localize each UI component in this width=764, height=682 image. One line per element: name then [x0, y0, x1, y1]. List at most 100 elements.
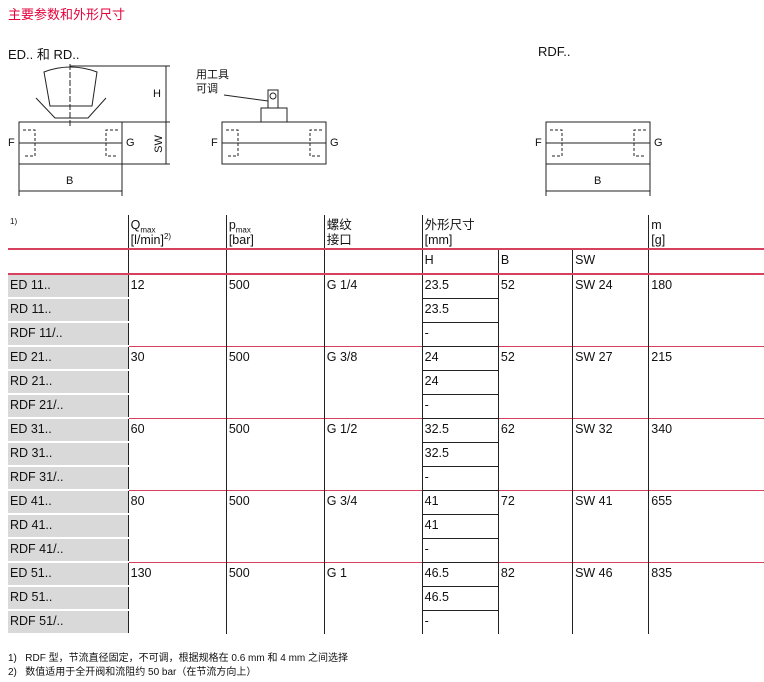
m-cell	[648, 442, 764, 466]
parameter-table: 1) Qmax[l/min]2) pmax[bar] 螺纹接口 外形尺寸[mm]…	[8, 215, 764, 635]
thread-cell	[323, 370, 423, 394]
p-cell	[225, 322, 325, 346]
p-cell	[225, 394, 325, 418]
thread-cell: G 1/4	[323, 274, 423, 298]
note-ref: 1)	[10, 216, 18, 226]
sw-cell	[572, 586, 649, 610]
m-cell	[648, 466, 764, 490]
b-cell: 52	[497, 274, 573, 298]
h-cell: -	[421, 394, 499, 418]
technical-drawing	[18, 64, 651, 196]
m-unit: [g]	[651, 233, 666, 247]
footnote-num: 1)	[8, 653, 17, 664]
type-cell: RDF 21/..	[8, 394, 129, 419]
type-cell: RD 21..	[8, 370, 129, 395]
sw-cell	[572, 610, 649, 634]
type-cell: RDF 41/..	[8, 538, 129, 563]
q-cell: 30	[127, 346, 227, 370]
rdf-label: RDF..	[538, 44, 571, 59]
dim-h: H	[153, 88, 161, 100]
h-cell: -	[421, 610, 499, 634]
b-cell	[497, 610, 573, 634]
h-cell: -	[421, 538, 499, 562]
tool-note: 用工具	[196, 69, 229, 81]
h-cell: 24	[421, 345, 499, 371]
sw-header: SW	[572, 249, 649, 275]
table-row: RDF 41/.. -	[8, 538, 764, 563]
b-cell	[497, 322, 573, 346]
table-row: RDF 21/.. -	[8, 394, 764, 419]
p-unit: [bar]	[228, 233, 254, 247]
table-header: 1) Qmax[l/min]2) pmax[bar] 螺纹接口 外形尺寸[mm]…	[8, 215, 764, 250]
table-row: RD 51..46.5	[8, 585, 764, 611]
tool-note: 可调	[196, 83, 218, 95]
port-g: G	[330, 137, 339, 149]
sw-cell: SW 32	[572, 418, 649, 442]
q-cell: 60	[127, 418, 227, 442]
h-cell: 41	[421, 513, 499, 539]
q-cell	[127, 466, 227, 490]
h-cell: 46.5	[421, 585, 499, 611]
thread-cell	[323, 394, 423, 418]
m-cell: 180	[648, 274, 764, 298]
q-cell	[127, 322, 227, 346]
b-cell	[497, 394, 573, 418]
b-cell	[497, 442, 573, 466]
ed-rd-label: ED.. 和 RD..	[8, 47, 80, 62]
p-cell	[225, 298, 325, 322]
thread-cell: G 1/2	[323, 418, 423, 442]
type-cell: RDF 51/..	[8, 610, 129, 635]
m-cell: 835	[648, 562, 764, 586]
port-f: F	[8, 137, 15, 149]
m-cell: 215	[648, 346, 764, 370]
p-sub: max	[235, 225, 251, 235]
h-cell: 23.5	[421, 273, 499, 299]
table-row: RDF 11/..-	[8, 322, 764, 347]
p-cell	[225, 370, 325, 394]
sw-cell	[572, 322, 649, 346]
sw-cell: SW 27	[572, 346, 649, 370]
dim-sw: SW	[152, 135, 165, 153]
h-cell: -	[421, 322, 499, 346]
table-row: RD 21..24	[8, 369, 764, 395]
b-header: B	[497, 249, 573, 275]
port-f: F	[211, 137, 218, 149]
p-cell: 500	[225, 562, 325, 586]
b-cell: 72	[497, 490, 573, 514]
sw-cell	[572, 370, 649, 394]
thread-cell	[323, 586, 423, 610]
p-cell: 500	[225, 274, 325, 298]
q-cell	[127, 370, 227, 394]
footnote-text: RDF 型，节流直径固定，不可调，根据规格在 0.6 mm 和 4 mm 之间选…	[25, 653, 349, 664]
h-cell: 32.5	[421, 441, 499, 467]
footnote-2: 2) 数值适用于全开阀和流阻约 50 bar（在节流方向上）	[8, 667, 256, 679]
h-header: H	[421, 249, 499, 275]
h-cell: -	[421, 466, 499, 490]
footnote-text: 数值适用于全开阀和流阻约 50 bar（在节流方向上）	[25, 667, 257, 678]
thread-cell	[323, 298, 423, 322]
m-cell	[648, 298, 764, 322]
q-cell: 130	[127, 562, 227, 586]
m-cell	[648, 538, 764, 562]
b-cell	[497, 586, 573, 610]
thread-header: 螺纹	[326, 218, 352, 232]
m-cell: 340	[648, 418, 764, 442]
q-cell	[127, 442, 227, 466]
b-cell	[497, 370, 573, 394]
b-cell: 62	[497, 418, 573, 442]
type-cell: ED 11..	[8, 274, 129, 299]
thread-cell	[323, 322, 423, 346]
m-cell: 655	[648, 490, 764, 514]
thread-cell: G 3/8	[323, 346, 423, 370]
thread-cell: G 1	[323, 562, 423, 586]
b-cell	[497, 514, 573, 538]
q-unit: [l/min]	[130, 233, 164, 247]
m-cell	[648, 586, 764, 610]
sw-cell	[572, 298, 649, 322]
p-cell	[225, 610, 325, 634]
type-cell: ED 31..	[8, 418, 129, 443]
ed-valve-drawing	[18, 64, 170, 196]
